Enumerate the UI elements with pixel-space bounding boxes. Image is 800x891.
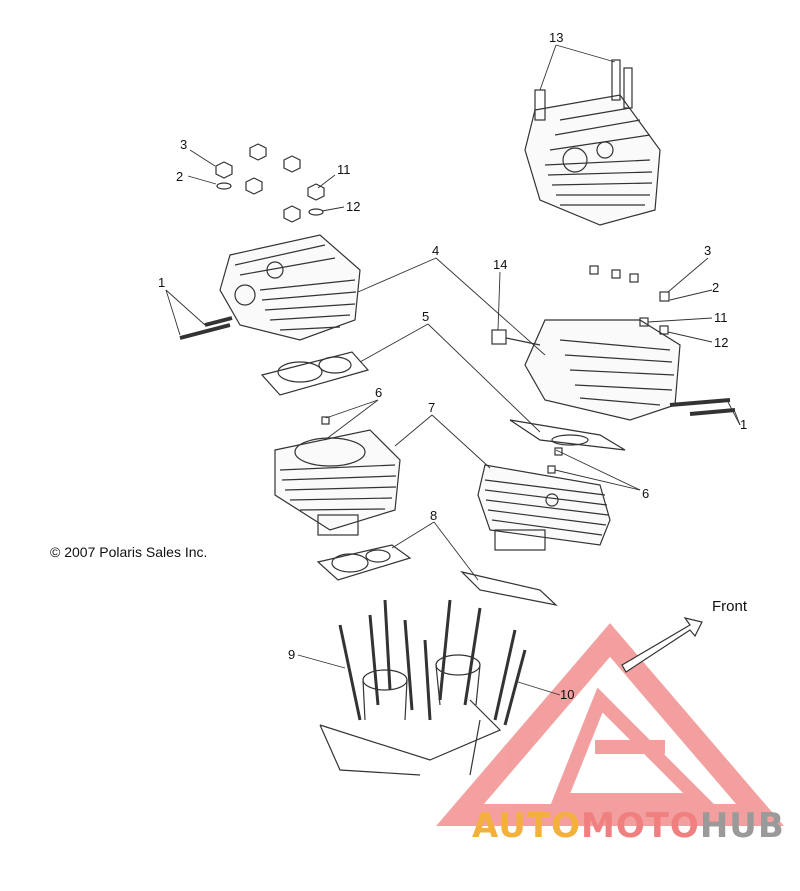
crankcase-studs	[319, 599, 527, 776]
callout-12-right: 12	[714, 335, 729, 350]
watermark-hub: HUB	[699, 806, 785, 846]
callout-9: 9	[288, 647, 296, 662]
callout-7: 7	[428, 400, 436, 415]
front-arrow-icon	[621, 617, 703, 673]
callout-6-left: 6	[375, 385, 383, 400]
callout-8: 8	[430, 508, 438, 523]
base-gasket-front	[316, 544, 412, 581]
callout-11-left: 11	[337, 162, 351, 177]
callout-13: 13	[549, 30, 564, 45]
callout-1-right: 1	[740, 417, 748, 432]
copyright-text: © 2007 Polaris Sales Inc.	[50, 544, 208, 560]
watermark-text: AUTOMOTOHUB	[472, 806, 785, 846]
front-cylinder-head	[179, 234, 361, 341]
callout-3-left: 3	[180, 137, 188, 152]
callout-2-right: 2	[712, 280, 720, 295]
nuts-washers-left	[215, 143, 325, 223]
front-label: Front	[712, 598, 748, 615]
leader-lines	[165, 44, 741, 696]
callout-6-right: 6	[642, 486, 650, 501]
watermark-auto: AUTO	[472, 806, 581, 846]
rear-cylinder-head	[524, 59, 661, 226]
callout-11-right: 11	[714, 310, 728, 325]
watermark-moto: MOTO	[580, 806, 700, 846]
callout-14: 14	[493, 257, 508, 272]
callout-1-left: 1	[158, 275, 166, 290]
callout-3-right: 3	[704, 243, 712, 258]
head-gasket-rear	[509, 419, 626, 451]
base-gasket-rear	[460, 570, 558, 606]
callout-4: 4	[432, 243, 440, 258]
watermark-logo-icon	[436, 623, 784, 826]
head-gasket-front	[260, 351, 370, 396]
cylinder-rear	[477, 464, 611, 551]
callout-10: 10	[560, 687, 575, 702]
callout-2-left: 2	[176, 169, 184, 184]
cylinder-front	[274, 429, 401, 536]
callout-5: 5	[422, 309, 430, 324]
rear-head-right	[491, 265, 736, 421]
callout-12-left: 12	[346, 199, 361, 214]
